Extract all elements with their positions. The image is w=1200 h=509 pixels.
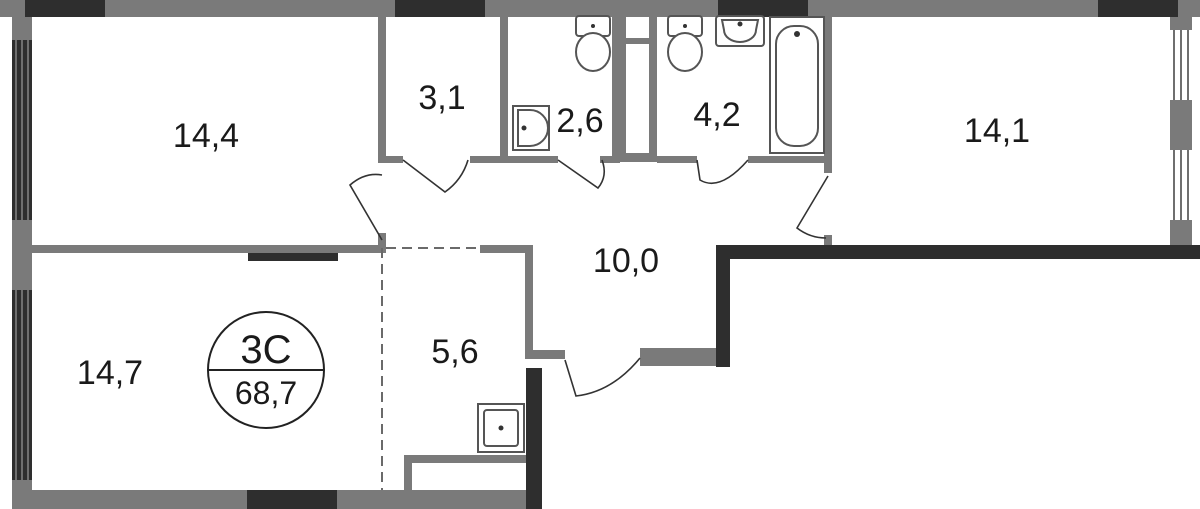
room-area-label: 14,1 [964, 112, 1030, 150]
total-area: 68,7 [235, 375, 297, 411]
doors [348, 159, 829, 397]
kitchen-boundary [381, 247, 480, 490]
outer-walls-dark [526, 245, 1200, 509]
room-area-label: 10,0 [593, 242, 659, 280]
toilet-left [575, 15, 611, 72]
room-area-label: 5,6 [431, 333, 478, 371]
room-area-label: 14,4 [173, 117, 239, 155]
room-area-label: 14,7 [77, 354, 143, 392]
room-area-label: 2,6 [556, 102, 603, 140]
toilet-right [667, 15, 703, 72]
interior-walls [32, 17, 832, 495]
room-area-label: 4,2 [693, 96, 740, 134]
bathtub [769, 16, 825, 154]
apartment-code: 3С [240, 328, 291, 372]
kitchen-sink [477, 403, 525, 453]
window-frames [12, 30, 1192, 480]
room-area-label: 3,1 [418, 79, 465, 117]
sink-bathroom [715, 15, 765, 47]
apartment-badge: 3С 68,7 [207, 311, 325, 429]
sink-wc [512, 105, 550, 151]
